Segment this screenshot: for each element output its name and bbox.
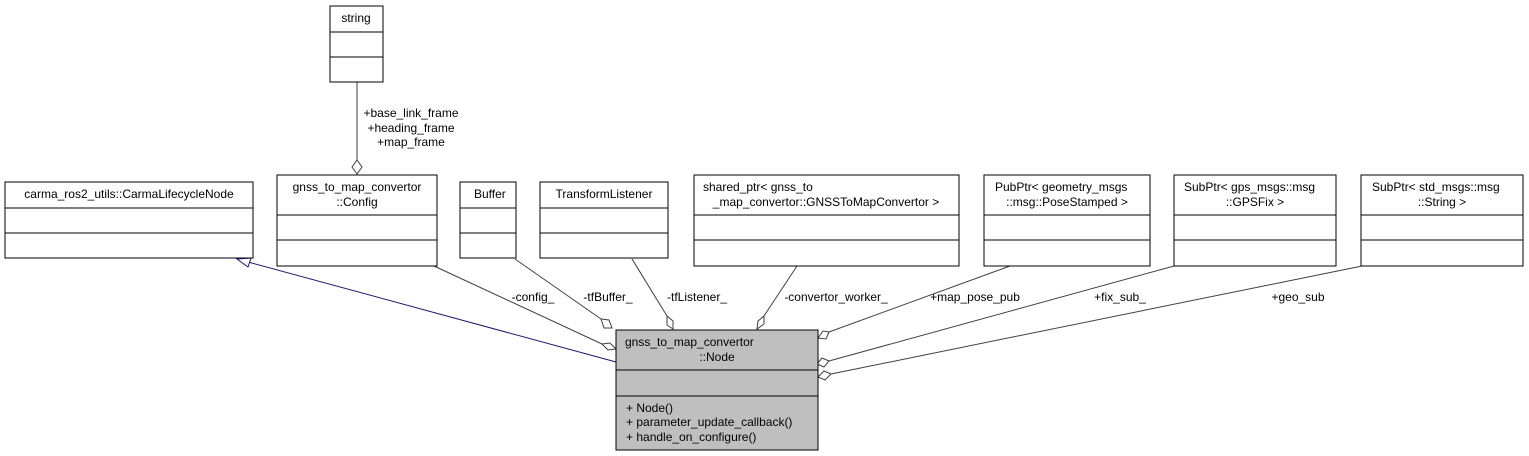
class-title-line-1: shared_ptr< gnss_to bbox=[703, 180, 813, 194]
class-title-line-2: ::msg::PoseStamped > bbox=[1006, 195, 1128, 209]
edge-label-convertor-worker: -convertor_worker_ bbox=[784, 290, 888, 304]
method-handle-on-configure: + handle_on_configure() bbox=[626, 430, 756, 444]
edge-inheritance-carma bbox=[235, 257, 617, 363]
class-title-line-2: _map_convertor::GNSSToMapConvertor > bbox=[712, 195, 939, 209]
edge-label-base-link-frame: +base_link_frame bbox=[363, 106, 458, 120]
class-title-line-2: ::Node bbox=[699, 350, 735, 364]
class-title-line-2: ::Config bbox=[336, 195, 377, 209]
class-title-line-1: SubPtr< gps_msgs::msg bbox=[1184, 180, 1315, 194]
class-title-line-2: ::String > bbox=[1418, 195, 1466, 209]
class-title: Buffer bbox=[474, 187, 506, 201]
edge-label-geo-sub: +geo_sub bbox=[1271, 290, 1324, 304]
method-node: + Node() bbox=[626, 401, 673, 415]
class-title-line-1: gnss_to_map_convertor bbox=[625, 335, 754, 349]
class-title-line-1: PubPtr< geometry_msgs bbox=[995, 180, 1127, 194]
composition-diamond bbox=[816, 357, 830, 368]
composition-diamond bbox=[817, 330, 830, 340]
method-parameter-update-callback: + parameter_update_callback() bbox=[626, 415, 792, 429]
edge-config bbox=[433, 265, 618, 351]
class-title-line-1: gnss_to_map_convertor bbox=[293, 180, 422, 194]
class-title-line-1: SubPtr< std_msgs::msg bbox=[1372, 180, 1500, 194]
edge-convertor-worker bbox=[756, 265, 798, 331]
edge-tflistener bbox=[631, 258, 674, 330]
edge-label-tflistener: -tfListener_ bbox=[667, 290, 727, 304]
class-box-string: string bbox=[329, 5, 384, 83]
composition-diamond bbox=[600, 318, 613, 329]
edge-fix-sub bbox=[816, 265, 1175, 368]
class-box-transform-listener: TransformListener bbox=[539, 181, 669, 259]
inheritance-arrowhead bbox=[235, 257, 252, 268]
class-box-node: gnss_to_map_convertor ::Node + Node() + … bbox=[615, 329, 819, 451]
edge-label-fix-sub: +fix_sub_ bbox=[1094, 290, 1146, 304]
composition-diamond bbox=[600, 342, 618, 351]
class-box-config: gnss_to_map_convertor ::Config bbox=[276, 174, 438, 267]
class-box-pubptr: PubPtr< geometry_msgs ::msg::PoseStamped… bbox=[983, 174, 1151, 267]
edge-tfbuffer bbox=[514, 258, 613, 329]
class-box-subptr-string: SubPtr< std_msgs::msg ::String > bbox=[1360, 174, 1524, 267]
class-title-line-2: ::GPSFix > bbox=[1226, 195, 1284, 209]
class-box-carma-lifecycle-node: carma_ros2_utils::CarmaLifecycleNode bbox=[4, 181, 254, 259]
edge-label-config: -config_ bbox=[512, 290, 555, 304]
composition-diamond bbox=[756, 314, 765, 331]
class-box-shared-ptr: shared_ptr< gnss_to _map_convertor::GNSS… bbox=[693, 174, 960, 267]
edge-geo-sub bbox=[817, 265, 1363, 381]
class-title: string bbox=[341, 11, 370, 25]
class-title: TransformListener bbox=[556, 187, 653, 201]
class-box-buffer: Buffer bbox=[459, 181, 517, 259]
edge-map-pose-pub bbox=[817, 265, 1011, 340]
edge-label-map-frame: +map_frame bbox=[377, 135, 445, 149]
composition-diamond bbox=[817, 370, 832, 381]
edge-label-tfbuffer: -tfBuffer_ bbox=[583, 290, 632, 304]
class-title: carma_ros2_utils::CarmaLifecycleNode bbox=[24, 187, 234, 201]
edge-string-to-config bbox=[351, 82, 363, 175]
edge-label-heading-frame: +heading_frame bbox=[367, 121, 454, 135]
composition-diamond bbox=[351, 159, 363, 175]
composition-diamond bbox=[666, 314, 674, 330]
edge-label-map-pose-pub: +map_pose_pub bbox=[930, 290, 1020, 304]
class-box-subptr-gpsfix: SubPtr< gps_msgs::msg ::GPSFix > bbox=[1173, 174, 1337, 267]
